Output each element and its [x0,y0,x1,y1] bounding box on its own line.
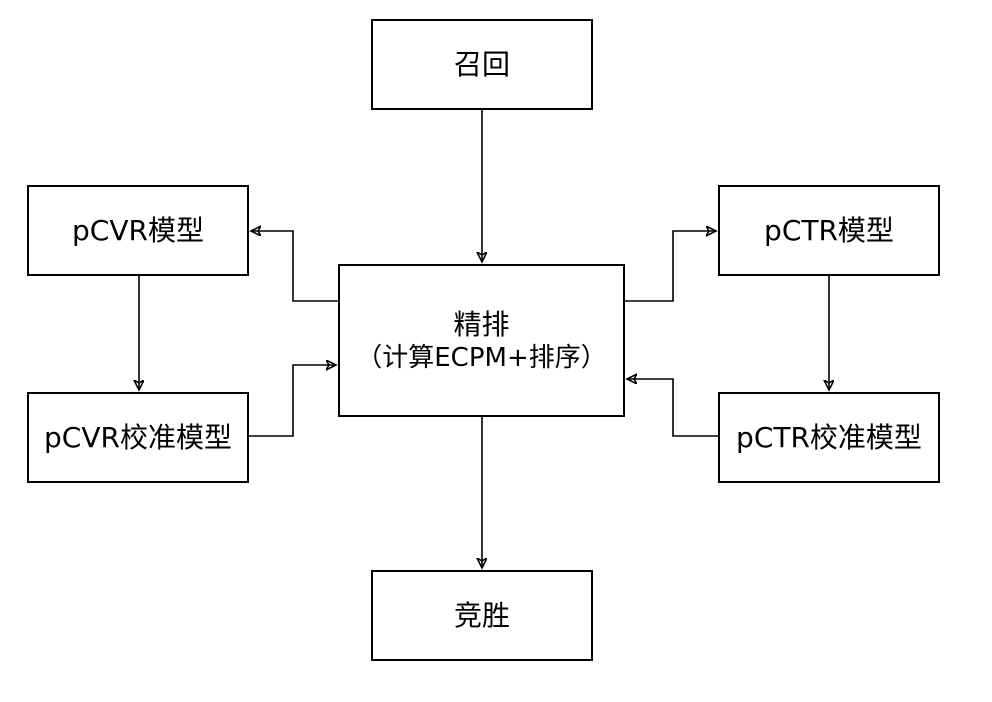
pcvr-calibration-node: pCVR校准模型 [27,392,249,483]
recall-label: 召回 [453,48,510,81]
recall-node: 召回 [371,19,593,110]
auction-win-node: 竞胜 [371,570,593,661]
edge-pcvr-calibration-to-rank [249,365,336,437]
pcvr-calibration-label: pCVR校准模型 [44,421,232,454]
fine-ranking-subtitle: （计算ECPM+排序） [356,342,607,373]
auction-win-label: 竞胜 [453,599,510,632]
edge-pctr-calibration-to-rank [627,379,718,437]
pcvr-model-node: pCVR模型 [27,185,249,276]
pctr-calibration-label: pCTR校准模型 [736,421,922,454]
pctr-calibration-node: pCTR校准模型 [718,392,940,483]
pcvr-model-label: pCVR模型 [72,214,204,247]
pctr-model-node: pCTR模型 [718,185,940,276]
fine-ranking-title: 精排 [453,307,510,341]
pctr-model-label: pCTR模型 [764,214,894,247]
edge-rank-to-pcvr-model [251,231,338,302]
edge-rank-to-pctr-model [625,231,716,302]
fine-ranking-node: 精排 （计算ECPM+排序） [338,264,625,417]
